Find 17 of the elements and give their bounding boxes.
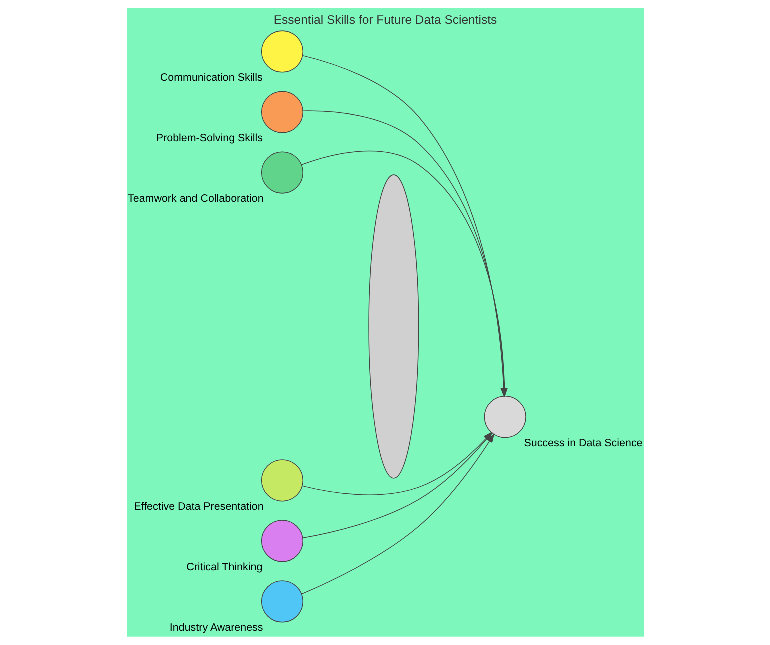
node-label: Teamwork and Collaboration [128,193,264,206]
node-ellipse [368,174,419,479]
node-label: Critical Thinking [186,561,262,574]
arrow [300,434,494,595]
node-label: Problem-Solving Skills [156,132,263,145]
node-circle [260,30,304,73]
node-label: Effective Data Presentation [134,500,264,513]
node-circle [260,460,304,502]
node-circle [484,396,526,438]
diagram-title: Essential Skills for Future Data Scientists [273,13,497,28]
node-label: Success in Data Science [524,437,642,450]
node-circle [260,520,304,562]
node-circle [260,91,304,134]
node-label: Industry Awareness [169,622,263,634]
node-circle [260,152,304,194]
node-label: Communication Skills [160,72,262,84]
node-circle [260,580,304,623]
